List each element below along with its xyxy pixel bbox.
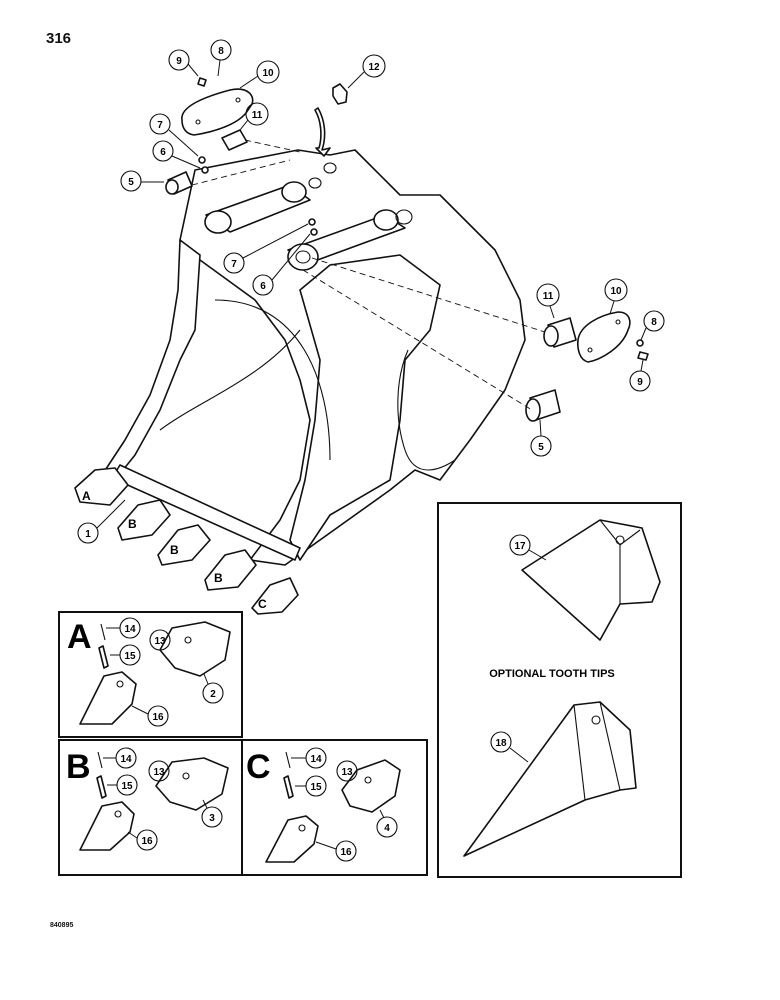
callout-15-a: 15: [124, 651, 136, 662]
tooth-label-b1: B: [128, 517, 137, 531]
detail-a-letter: A: [67, 618, 92, 656]
callout-9-right: 9: [637, 377, 643, 388]
tooth-label-c: C: [258, 597, 267, 611]
callout-15-b: 15: [121, 781, 133, 792]
optional-tooth-tips-title: OPTIONAL TOOTH TIPS: [489, 668, 615, 680]
callouts: 9 8 10 11 7 6 5 12 7 6: [77, 39, 665, 544]
callout-16-a: 16: [152, 712, 164, 723]
callout-16-b: 16: [141, 836, 153, 847]
callout-14-a: 14: [124, 624, 136, 635]
tooth-label-b2: B: [170, 543, 179, 557]
assembly-lines: [191, 139, 546, 411]
tooth-c: [251, 577, 299, 615]
callout-12: 12: [368, 62, 380, 73]
callout-9-left: 9: [176, 56, 182, 67]
callout-11-left: 11: [252, 110, 263, 121]
detail-c: C 14 15 13 4 16: [241, 739, 428, 876]
tooth-a: [74, 467, 129, 506]
callout-5-left: 5: [128, 177, 134, 188]
tooth-tip-17: [521, 519, 661, 641]
callout-6-left: 6: [160, 147, 166, 158]
callout-7-left: 7: [157, 120, 163, 131]
callout-2: 2: [210, 689, 216, 700]
callout-14-c: 14: [310, 754, 322, 765]
exploded-parts: [165, 77, 649, 422]
callout-13-a: 13: [154, 636, 166, 647]
bucket-teeth: A B B B C: [74, 467, 299, 615]
callout-7-mid: 7: [231, 259, 237, 270]
callout-6-mid: 6: [260, 281, 266, 292]
detail-b: B 14 15 13 3 16: [58, 739, 243, 876]
callout-8-right: 8: [651, 317, 657, 328]
tooth-b2: [157, 524, 211, 566]
tooth-label-b3: B: [214, 571, 223, 585]
optional-tooth-tips-panel: 17 OPTIONAL TOOTH TIPS 18: [437, 502, 682, 878]
page-number: 316: [46, 30, 72, 47]
tooth-b1: [117, 499, 171, 541]
grease-fitting: [332, 83, 348, 105]
tooth-label-a: A: [82, 489, 91, 503]
callout-5-right: 5: [538, 442, 544, 453]
callout-4: 4: [384, 823, 390, 834]
callout-1: 1: [85, 529, 91, 540]
detail-a: A 14 15 13 2 16: [58, 611, 243, 738]
tooth-tip-18: [463, 701, 637, 857]
drawing-code: 840895: [50, 922, 74, 929]
bushing-left-upper: [221, 129, 248, 151]
detail-c-letter: C: [246, 748, 271, 786]
callout-17: 17: [514, 541, 526, 552]
callout-3: 3: [209, 813, 215, 824]
detail-b-letter: B: [66, 748, 91, 786]
cover-plate-right: [577, 311, 631, 363]
callout-16-c: 16: [340, 847, 352, 858]
callout-11-right: 11: [543, 291, 554, 302]
callout-10-right: 10: [610, 286, 622, 297]
callout-13-c: 13: [341, 767, 353, 778]
callout-8-left: 8: [218, 46, 224, 57]
bucket-body: [99, 149, 526, 566]
callout-10-left: 10: [262, 68, 274, 79]
tooth-b3: [204, 549, 257, 591]
callout-15-c: 15: [310, 782, 322, 793]
callout-14-b: 14: [120, 754, 132, 765]
callout-13-b: 13: [153, 767, 165, 778]
callout-18: 18: [495, 738, 507, 749]
